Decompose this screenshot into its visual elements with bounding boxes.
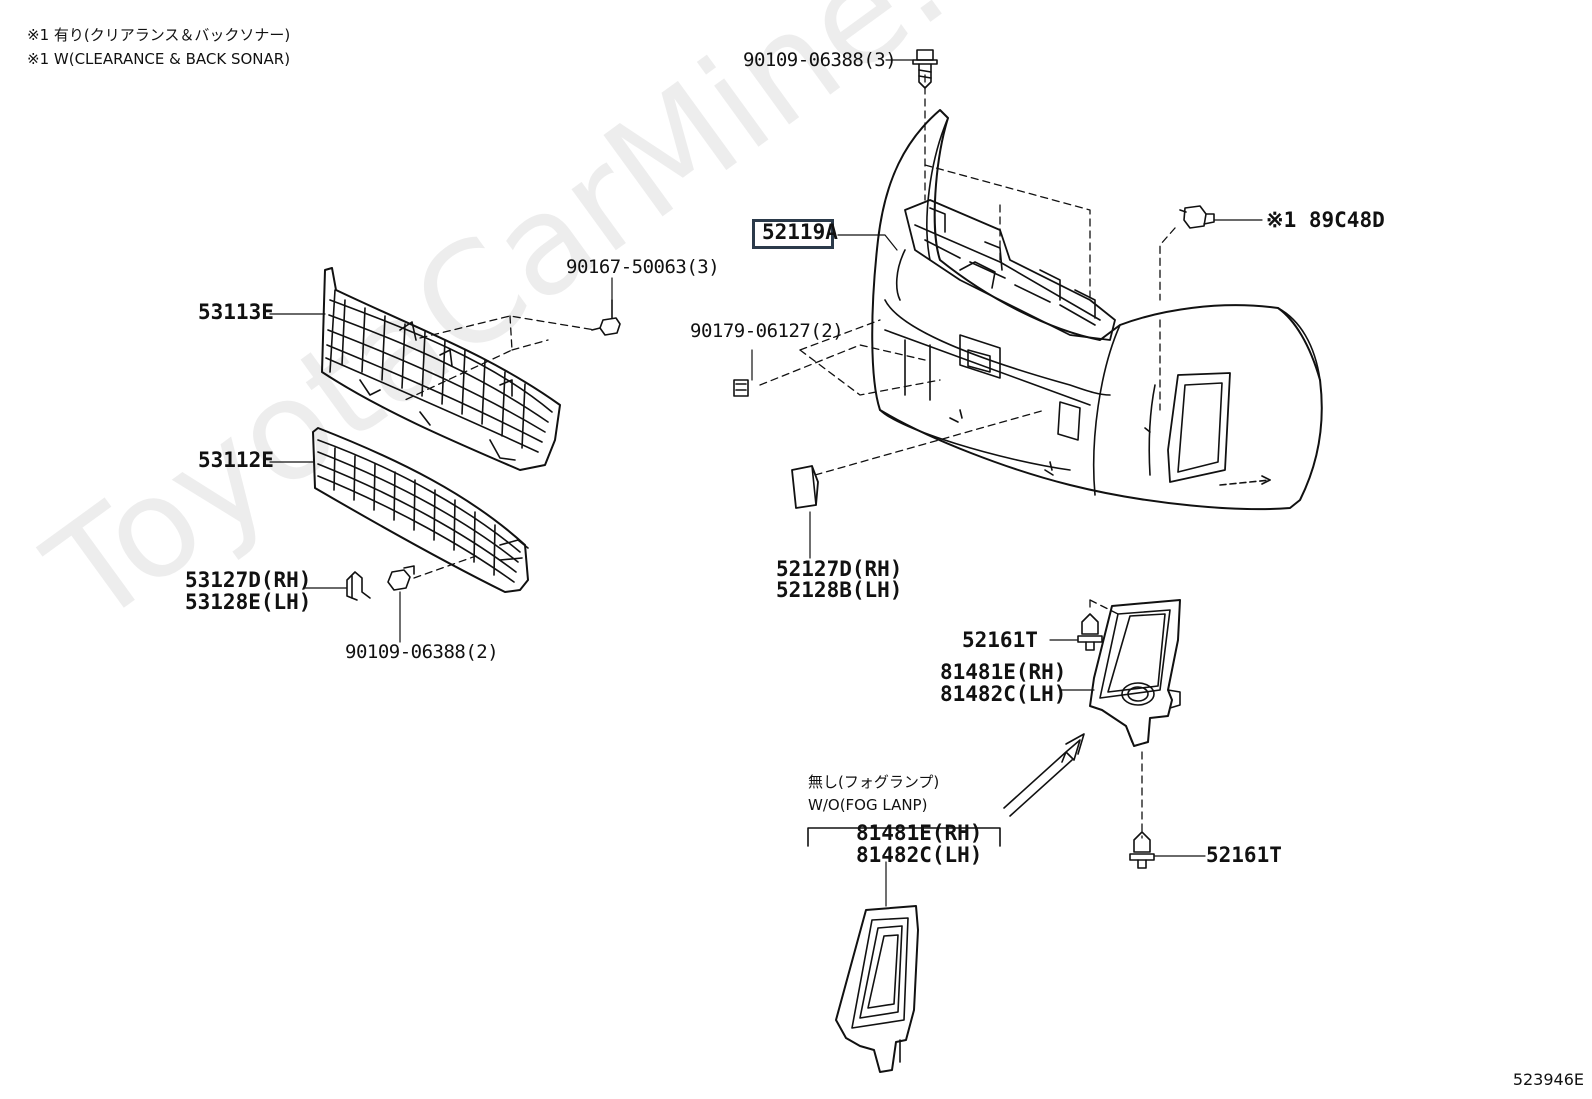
screw-90167	[591, 299, 621, 336]
label-53127d-rh[interactable]: 53127D(RH)	[185, 568, 312, 592]
fog-cover-blank	[835, 905, 919, 1073]
label-90167-50063-3[interactable]: 90167-50063(3)	[566, 256, 720, 278]
label-53112e[interactable]: 53112E	[198, 448, 274, 472]
label-53128e-lh[interactable]: 53128E(LH)	[185, 590, 312, 614]
bolt-90109-bottom	[387, 565, 415, 591]
lower-grille-guide-lines	[413, 555, 477, 579]
label-81481e-rh-lower[interactable]: 81481E(RH)	[856, 821, 983, 845]
label-52161t-upper[interactable]: 52161T	[962, 628, 1038, 652]
leader-lines	[269, 59, 1263, 907]
variant-bracket	[807, 827, 1001, 847]
bolt-90109-top	[912, 49, 938, 89]
label-90179-06127-2[interactable]: 90179-06127(2)	[690, 320, 844, 342]
fog-cover-guide-lines	[1089, 599, 1143, 839]
wo-fog-arrow	[1003, 733, 1085, 817]
label-81481e-rh-upper[interactable]: 81481E(RH)	[940, 660, 1067, 684]
clip-90179	[733, 379, 749, 397]
label-89c48d[interactable]: ※1 89C48D	[1266, 208, 1385, 232]
lower-grille-53112e	[312, 427, 529, 593]
bumper-cover	[871, 109, 1323, 511]
wo-fog-en: W/O(FOG LANP)	[808, 796, 928, 814]
label-52128b-lh[interactable]: 52128B(LH)	[776, 578, 903, 602]
label-53113e[interactable]: 53113E	[198, 300, 274, 324]
highlight-box	[752, 219, 834, 249]
label-52161t-lower[interactable]: 52161T	[1206, 843, 1282, 867]
label-90109-06388-3[interactable]: 90109-06388(3)	[743, 49, 897, 71]
clip-53127d	[346, 571, 371, 601]
fog-cover-with-hole	[1089, 599, 1181, 747]
label-52119a[interactable]: 52119A	[762, 220, 838, 244]
label-81482c-lh-upper[interactable]: 81482C(LH)	[940, 682, 1067, 706]
upper-grille-53113e	[321, 267, 561, 471]
clip-52161t-top	[1077, 613, 1103, 651]
wo-fog-jp: 無し(フォグランプ)	[808, 773, 940, 791]
label-90109-06388-2[interactable]: 90109-06388(2)	[345, 641, 499, 663]
sensor-89c48d	[1179, 205, 1215, 229]
label-81482c-lh-lower[interactable]: 81482C(LH)	[856, 843, 983, 867]
note-en: ※1 W(CLEARANCE & BACK SONAR)	[27, 50, 291, 68]
bumper-guide-lines	[759, 74, 1176, 476]
cover-52127d	[791, 465, 819, 509]
label-52127d-rh[interactable]: 52127D(RH)	[776, 557, 903, 581]
clip-52161t-bottom	[1129, 831, 1155, 869]
upper-grille-guide-lines	[404, 315, 596, 401]
diagram-reference-number: 523946E	[1512, 1070, 1584, 1089]
note-jp: ※1 有り(クリアランス＆バックソナー)	[27, 26, 291, 44]
